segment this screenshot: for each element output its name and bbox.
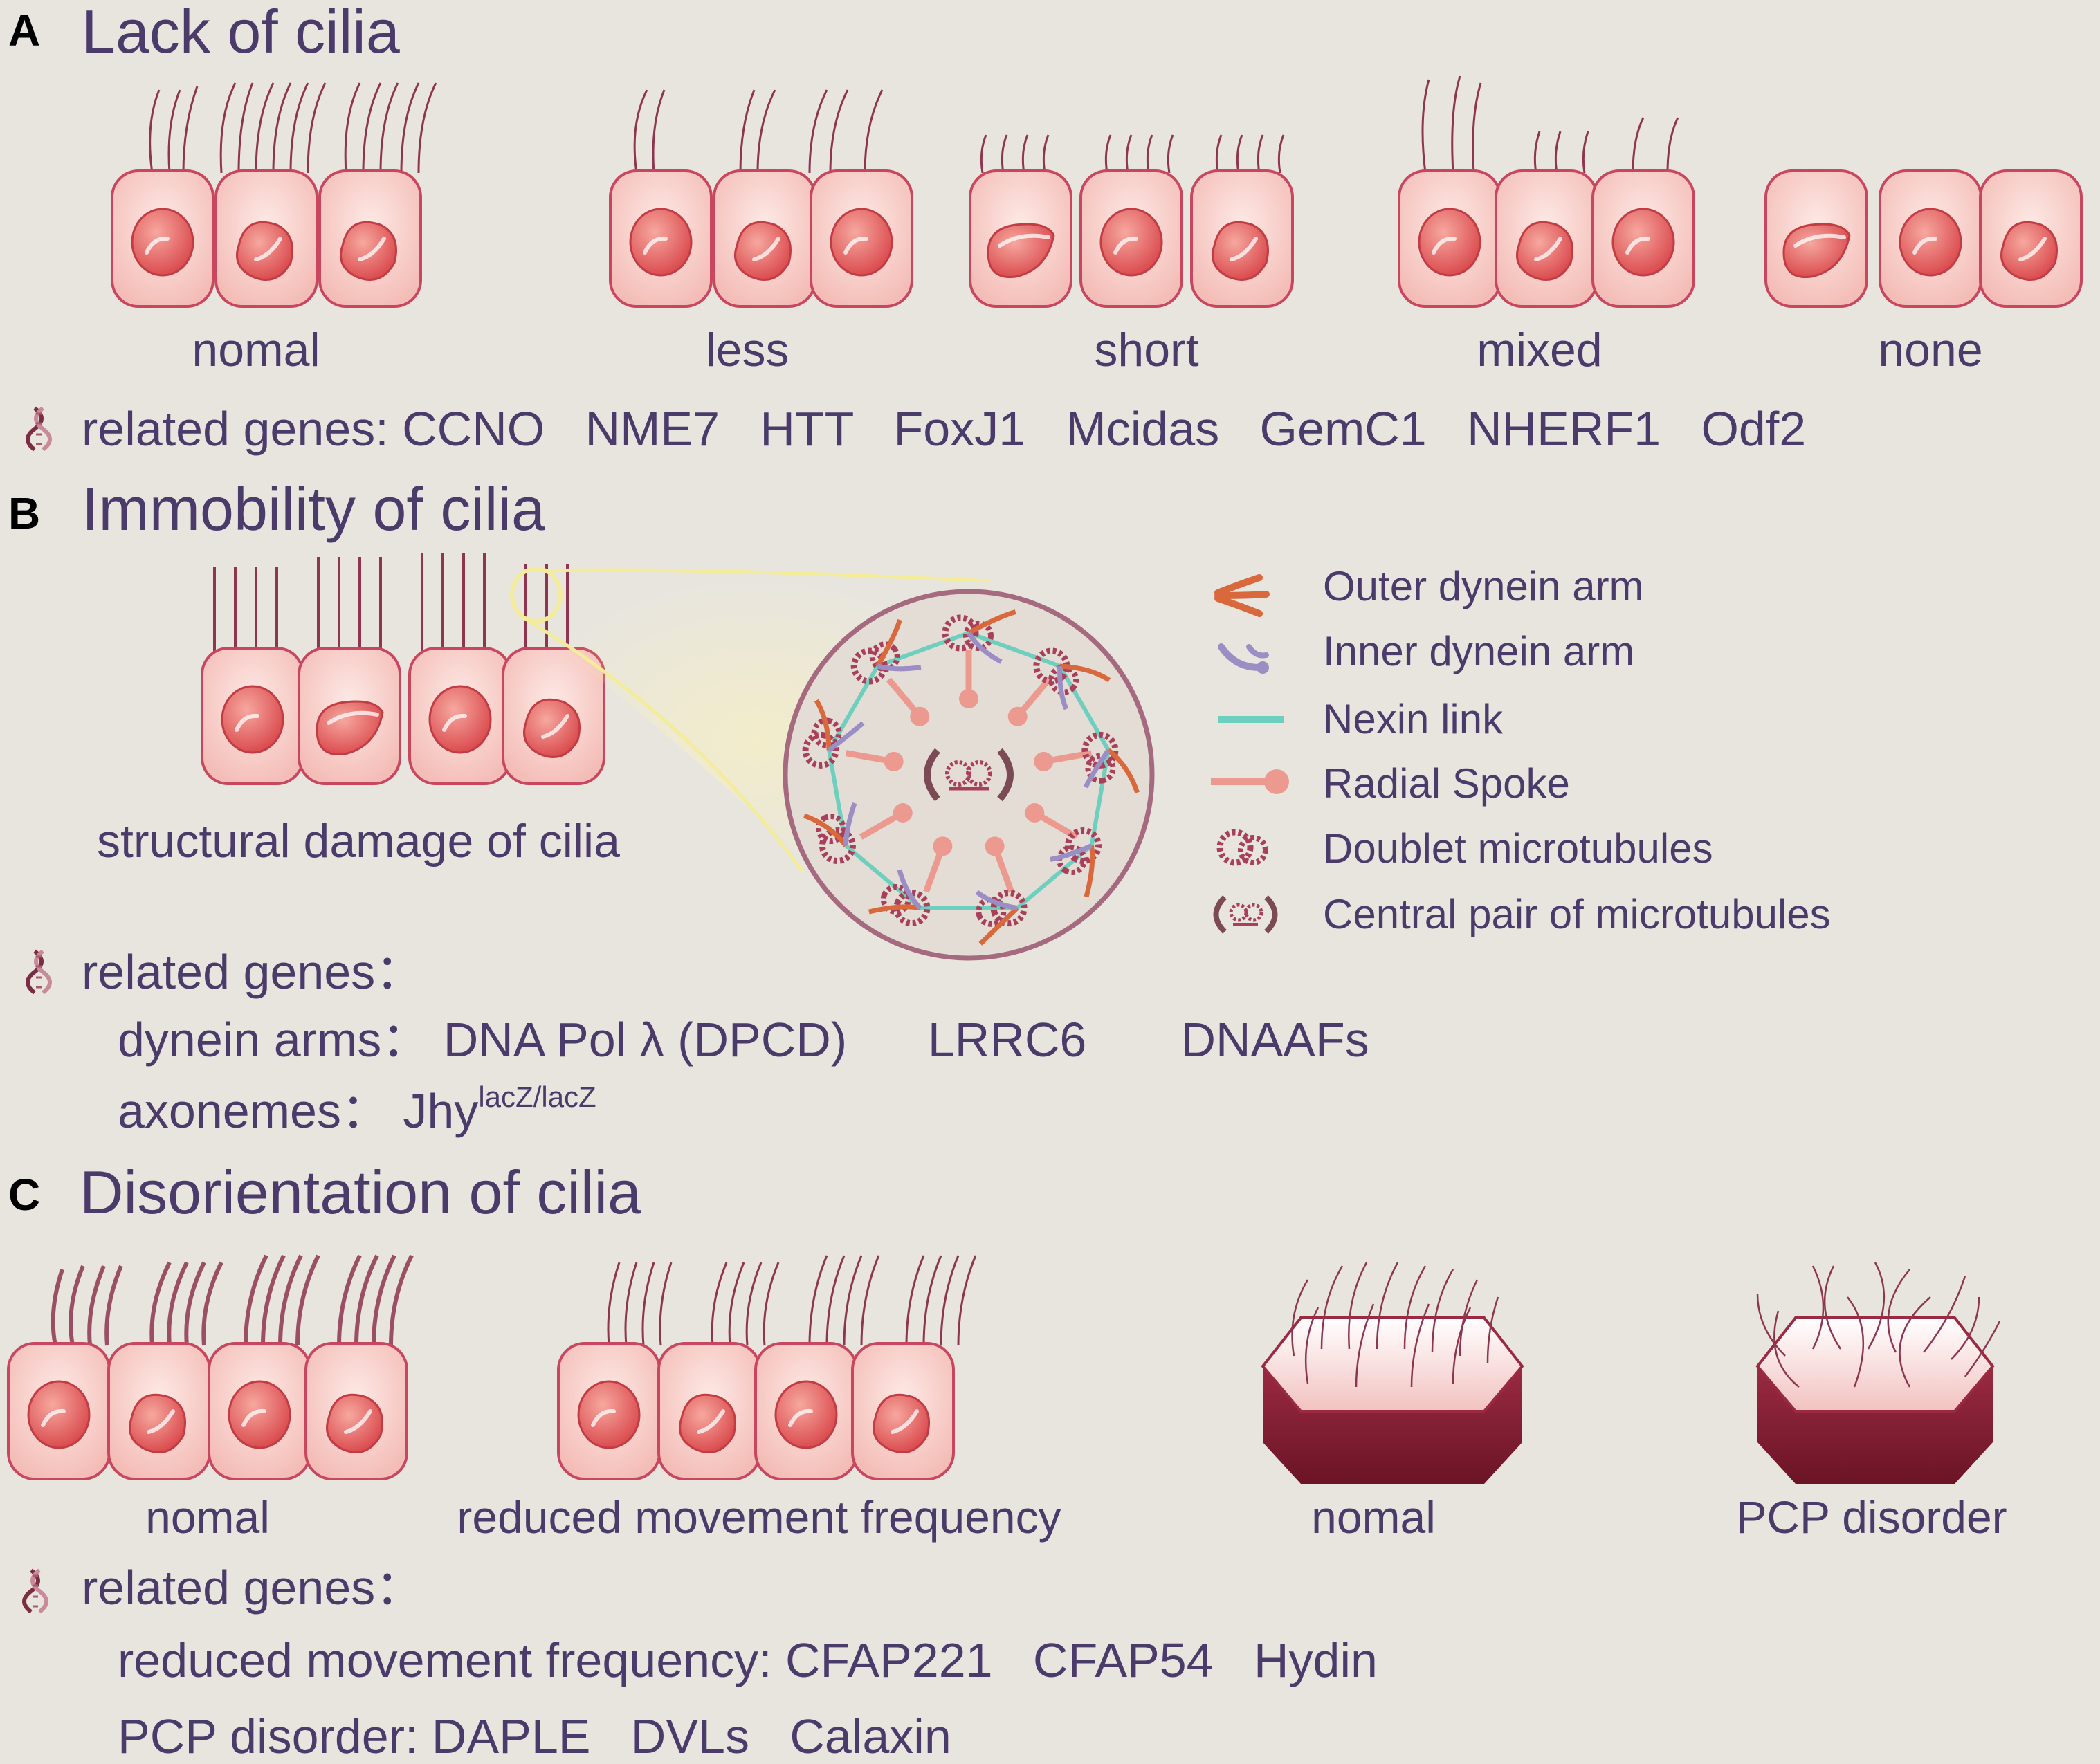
outer-dynein-arm — [978, 906, 1019, 946]
outer-dynein-arm — [1106, 748, 1140, 793]
inner-dynein-arm — [967, 632, 1003, 664]
nexin-link — [1089, 749, 1111, 847]
panel-c-reduced-cells — [558, 1255, 977, 1479]
legend-doublet: Doublet microtubules — [1323, 825, 1713, 872]
legend-inner-dynein: Inner dynein arm — [1323, 628, 1635, 674]
outer-dynein-arm — [1084, 845, 1095, 898]
label-c-reduced: reduced movement frequency — [457, 1491, 1061, 1543]
panel-a-letter: A — [8, 6, 41, 55]
radial-spoke-head — [959, 689, 978, 708]
inner-dynein-arm — [843, 802, 857, 846]
label-a-short: short — [1094, 324, 1199, 376]
label-a-normal: nomal — [192, 324, 320, 376]
axoneme-cross-section — [783, 589, 1155, 961]
axoneme-genes-text: axonemes： Jhy — [118, 1084, 479, 1138]
legend-radial-spoke: Radial Spoke — [1323, 760, 1570, 807]
label-a-less: less — [705, 324, 789, 376]
radial-spoke-head — [910, 706, 930, 726]
outer-dynein-arm — [814, 699, 832, 751]
legend-radial-spoke-icon — [1211, 769, 1289, 794]
outer-dynein-arm — [967, 609, 1016, 636]
inner-dynein-arm — [1083, 748, 1111, 789]
panel-b-letter: B — [8, 488, 41, 538]
inner-dynein-arm — [897, 869, 922, 910]
outer-dynein-arm — [1059, 663, 1111, 683]
radial-spoke-head — [1007, 706, 1028, 726]
inner-dynein-arm — [1057, 665, 1069, 710]
label-a-mixed: mixed — [1477, 324, 1603, 376]
outer-dynein-arm — [875, 619, 902, 668]
label-a-none: none — [1878, 324, 1983, 376]
legend-outer-dynein: Outer dynein arm — [1323, 563, 1644, 609]
inner-dynein-arm — [877, 663, 922, 672]
axoneme-genes-superscript: lacZ/lacZ — [478, 1081, 596, 1113]
dna-icon — [28, 408, 50, 450]
panel-a-group-short — [970, 134, 1293, 306]
panel-a-genes: related genes: CCNO NME7 HTT FoxJ1 Mcida… — [82, 402, 1807, 456]
legend-nexin: Nexin link — [1323, 696, 1504, 742]
label-c-pcp: PCP disorder — [1736, 1491, 2007, 1543]
panel-c-rmf-genes: reduced movement frequency: CFAP221 CFAP… — [118, 1633, 1378, 1687]
outer-dynein-arm — [803, 813, 848, 847]
panel-c-pcp-block — [1755, 1262, 2001, 1484]
outer-dynein-arm — [868, 904, 921, 915]
panel-c-normal-cells — [8, 1254, 414, 1479]
panel-b-genes-heading: related genes： — [82, 945, 424, 999]
panel-a-group-none — [1766, 171, 2081, 306]
panel-c-normal-block — [1261, 1262, 1524, 1484]
panel-b-cells — [202, 553, 604, 784]
label-c-normal: nomal — [145, 1491, 270, 1543]
panel-c-pcp-genes: PCP disorder: DAPLE DVLs Calaxin — [118, 1709, 951, 1763]
legend-outer-dynein-icon — [1214, 574, 1270, 617]
radial-spoke-head — [884, 751, 904, 771]
radial-spoke-head — [985, 836, 1005, 856]
panel-c-genes-heading: related genes： — [82, 1561, 424, 1615]
nexin-link — [877, 631, 970, 668]
legend-inner-dynein-icon — [1218, 643, 1269, 674]
panel-a-group-normal — [112, 82, 437, 306]
legend-doublet-icon — [1220, 832, 1266, 863]
panel-b-caption: structural damage of cilia — [97, 815, 620, 867]
panel-a-title: Lack of cilia — [82, 0, 400, 66]
nexin-link — [967, 631, 1061, 668]
label-c-normal-block: nomal — [1311, 1491, 1436, 1543]
dna-icon — [28, 951, 50, 993]
panel-c-title: Disorientation of cilia — [80, 1158, 641, 1226]
panel-b-dynein-genes: dynein arms： DNA Pol λ (DPCD) LRRC6 DNAA… — [118, 1013, 1369, 1067]
inner-dynein-arm — [1050, 843, 1093, 862]
panel-b-title: Immobility of cilia — [82, 475, 545, 543]
legend-central-pair: Central pair of microtubules — [1323, 891, 1831, 937]
radial-spoke-head — [933, 836, 953, 856]
radial-spoke-head — [1025, 803, 1045, 823]
central-pair — [924, 748, 1014, 802]
radial-spoke-head — [1034, 751, 1054, 771]
dna-icon — [24, 1570, 46, 1612]
panel-a-group-mixed — [1399, 75, 1694, 306]
radial-spoke-head — [893, 803, 913, 823]
inner-dynein-arm — [828, 721, 865, 753]
panel-b-axoneme-genes: axonemes： JhylacZ/lacZ — [118, 1081, 596, 1138]
panel-c-letter: C — [8, 1170, 41, 1220]
legend-central-pair-icon — [1213, 895, 1278, 934]
nexin-link — [1016, 844, 1093, 910]
panel-a-group-less — [610, 89, 912, 306]
inner-dynein-arm — [975, 890, 1018, 911]
